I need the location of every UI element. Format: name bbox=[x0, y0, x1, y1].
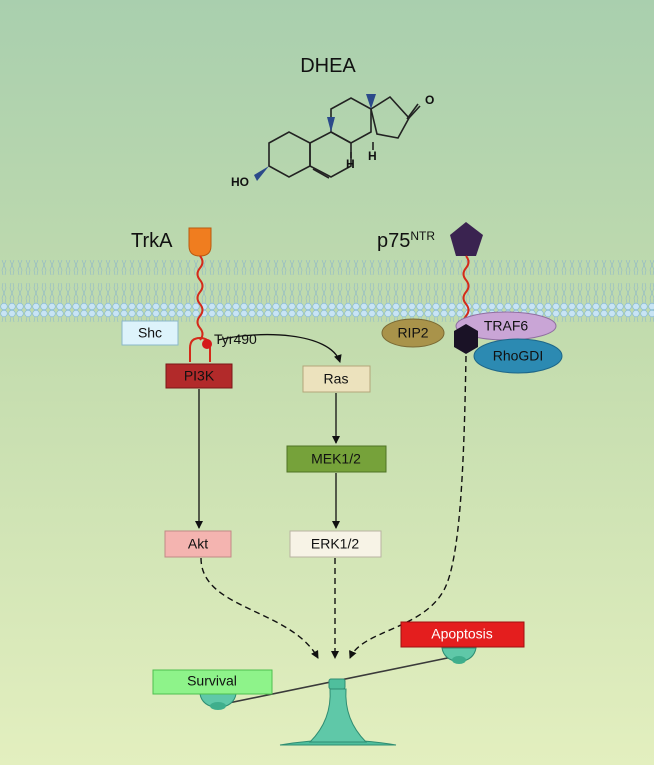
balance-scale bbox=[199, 647, 477, 746]
trka-label: TrkA bbox=[131, 230, 173, 252]
erk-label: ERK1/2 bbox=[311, 536, 359, 552]
stereo-wedges bbox=[254, 94, 376, 181]
erk-node bbox=[289, 530, 382, 558]
akt-to-balance-arrow bbox=[200, 557, 319, 659]
pi3k-node bbox=[165, 363, 233, 389]
hydrogen-label-1: H bbox=[346, 157, 355, 171]
ketone-oxygen: O bbox=[425, 93, 434, 107]
phosphorylation-site-icon bbox=[202, 339, 212, 349]
apoptosis-label: Apoptosis bbox=[431, 626, 492, 642]
akt-label: Akt bbox=[188, 536, 208, 552]
shc-node bbox=[121, 320, 179, 346]
mek-label: MEK1/2 bbox=[311, 451, 361, 467]
pi3k-label: PI3K bbox=[184, 368, 215, 384]
akt-node bbox=[164, 530, 232, 558]
trka-receptor-head bbox=[188, 227, 212, 257]
rip2-node bbox=[381, 318, 445, 348]
ras-node bbox=[302, 365, 371, 393]
rip2-label: RIP2 bbox=[397, 325, 428, 341]
ras-label: Ras bbox=[324, 371, 349, 387]
rhogdi-label: RhoGDI bbox=[493, 348, 544, 364]
p75-receptor-head bbox=[450, 222, 483, 256]
dhea-label: DHEA bbox=[300, 55, 356, 77]
traf6-label: TRAF6 bbox=[484, 318, 529, 334]
mek-node bbox=[286, 445, 387, 473]
shc-label: Shc bbox=[138, 325, 162, 341]
hydroxyl-label: HO bbox=[231, 175, 249, 189]
survival-label: Survival bbox=[187, 673, 237, 689]
p75-intracellular-domain bbox=[454, 324, 478, 354]
cell-membrane bbox=[0, 260, 654, 322]
rhogdi-node bbox=[473, 338, 563, 374]
trka-transmembrane-tail bbox=[196, 255, 204, 341]
hydrogen-label-2: H bbox=[368, 149, 377, 163]
p75-to-balance-arrow bbox=[349, 355, 467, 659]
trka-to-ras-arrow bbox=[217, 333, 342, 363]
apoptosis-outcome bbox=[400, 621, 525, 648]
survival-outcome bbox=[152, 669, 273, 695]
dhea-structure bbox=[268, 95, 421, 179]
p75-label: p75NTR bbox=[377, 229, 435, 252]
p75-transmembrane-tail bbox=[462, 255, 470, 329]
